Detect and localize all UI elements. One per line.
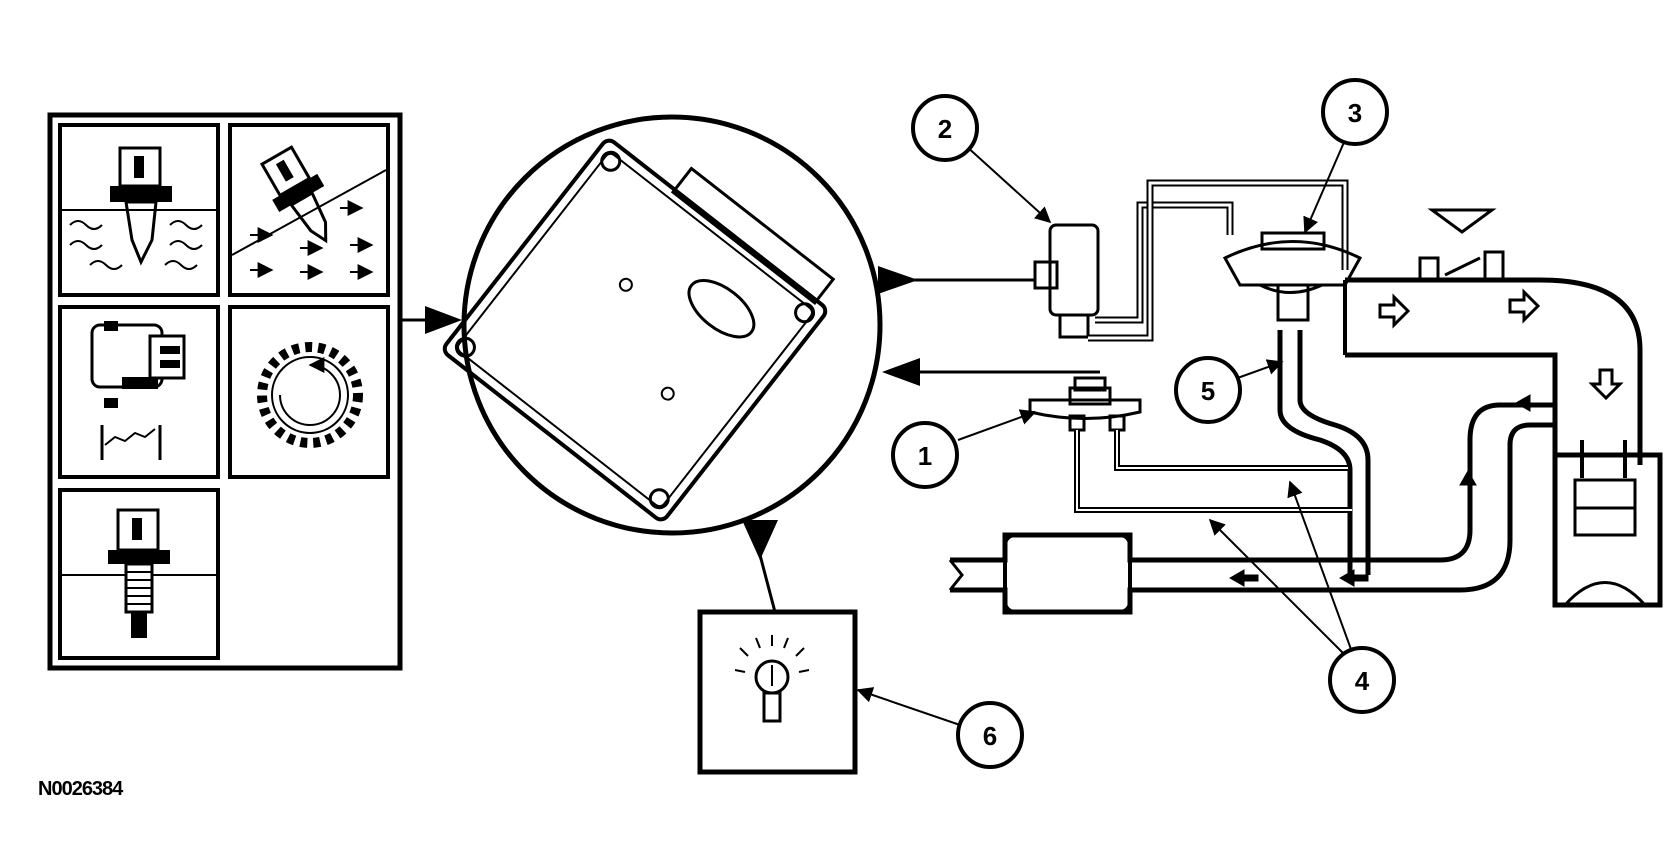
intake-manifold-icon [1343,208,1643,465]
crankshaft-position-sensor-ring-icon [228,305,390,479]
callout-6: 6 [856,687,1024,769]
pressure-sensor-icon [58,488,220,660]
callout-label-5: 5 [1201,376,1215,406]
callout-1: 1 [891,409,1037,489]
figure-id: N0026384 [38,778,123,800]
callout-3: 3 [1303,78,1389,234]
evr-solenoid-icon [1033,223,1100,339]
exhaust-pipe-icon [948,394,1555,615]
callout-4: 4 [1208,480,1396,714]
feedback-arrow-icon [882,358,920,386]
powertrain-control-module-icon [442,114,883,536]
output-arrow-icon [878,266,918,294]
callout-label-4: 4 [1355,666,1370,696]
callout-label-2: 2 [938,114,952,144]
callout-label-6: 6 [983,721,997,751]
callout-label-1: 1 [918,441,932,471]
sensor-input-panel [47,112,403,671]
intake-air-temperature-sensor-icon [228,123,390,297]
malfunction-indicator-lamp-icon [697,609,858,775]
egr-plumbing [948,179,1663,615]
egr-valve-icon [1222,231,1363,322]
callout-label-3: 3 [1348,98,1362,128]
throttle-position-sensor-icon [58,305,220,479]
mil-arrow-icon [742,520,778,560]
dpfe-sensor-icon [1028,376,1142,432]
input-arrow-icon [425,306,462,334]
callout-5: 5 [1174,356,1284,424]
engine-coolant-temperature-sensor-icon [58,123,220,297]
engine-cylinder-icon [1552,440,1663,608]
callout-2: 2 [911,94,1052,224]
